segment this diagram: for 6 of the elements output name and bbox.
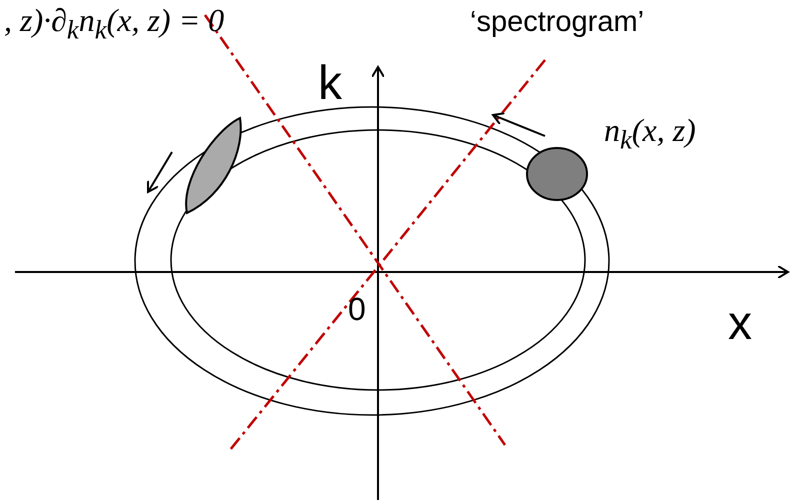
axis-label: x bbox=[728, 300, 752, 348]
annotation-text: ‘spectrogram’ bbox=[470, 8, 644, 37]
axis-label: k bbox=[318, 60, 342, 108]
origin-label: 0 bbox=[348, 293, 366, 325]
equation-text: , z)·∂$_{k}$n$_{k}$(x, z) = 0 bbox=[4, 2, 224, 46]
distribution-label: n$_{k}$(x, z) bbox=[604, 112, 696, 156]
